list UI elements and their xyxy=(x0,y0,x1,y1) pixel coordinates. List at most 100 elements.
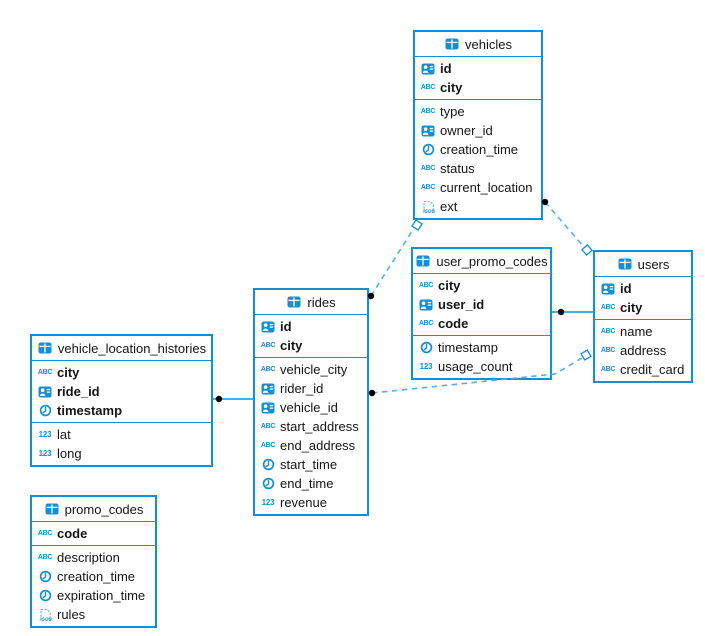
field-name: timestamp xyxy=(438,340,498,355)
field-row-id: id xyxy=(255,317,367,336)
id-badge-icon xyxy=(260,402,276,414)
table-icon xyxy=(44,503,60,515)
table-header: rides xyxy=(255,290,367,315)
relationship-dot-marker xyxy=(368,389,376,397)
field-name: status xyxy=(440,161,475,176)
field-row-timestamp: timestamp xyxy=(413,338,550,357)
relationship-dot-marker xyxy=(215,395,223,403)
text-type-icon: ABC xyxy=(418,282,434,289)
table-header: promo_codes xyxy=(32,497,155,522)
table-name: vehicle_location_histories xyxy=(57,340,207,356)
field-row-expiration_time: expiration_time xyxy=(32,586,155,605)
field-name: timestamp xyxy=(57,403,123,418)
table-name: user_promo_codes xyxy=(436,253,548,269)
field-name: ext xyxy=(440,199,458,214)
table-name: rides xyxy=(307,294,336,310)
text-type-icon: ABC xyxy=(260,423,276,430)
clock-icon xyxy=(260,458,276,471)
field-name: vehicle_city xyxy=(280,362,348,377)
text-type-icon: ABC xyxy=(420,165,436,172)
columns-section: ABC description creation_time expiration_ti… xyxy=(32,546,155,626)
field-name: end_address xyxy=(280,438,356,453)
text-type-icon: ABC xyxy=(37,554,53,561)
number-type-icon: 123 xyxy=(38,448,52,458)
id-badge-icon xyxy=(260,383,276,395)
field-name: id xyxy=(280,319,292,334)
number-type-icon: 123 xyxy=(419,361,433,371)
table-header: vehicle_location_histories xyxy=(32,336,211,361)
text-type-icon: ABC xyxy=(600,304,616,311)
table-header: user_promo_codes xyxy=(413,249,550,274)
relationship-diamond-marker xyxy=(580,349,592,361)
field-row-status: ABC status xyxy=(415,159,541,178)
field-name: description xyxy=(57,550,120,565)
id-badge-icon xyxy=(418,299,434,311)
field-row-user_id: user_id xyxy=(413,295,550,314)
relationship-dot-marker xyxy=(557,308,565,316)
field-row-creation_time: creation_time xyxy=(415,140,541,159)
field-row-type: ABC type xyxy=(415,102,541,121)
text-type-icon: ABC xyxy=(260,442,276,449)
field-row-start_time: start_time xyxy=(255,455,367,474)
field-name: expiration_time xyxy=(57,588,146,603)
field-name: type xyxy=(440,104,465,119)
field-name: id xyxy=(620,281,632,296)
text-type-icon: ABC xyxy=(420,108,436,115)
field-row-city: ABC city xyxy=(415,78,541,97)
relationship-diamond-marker xyxy=(411,219,423,231)
clock-icon xyxy=(420,143,436,156)
field-name: code xyxy=(438,316,469,331)
field-name: vehicle_id xyxy=(280,400,338,415)
number-type-icon: 123 xyxy=(261,497,275,507)
table-header: users xyxy=(595,252,691,277)
field-name: code xyxy=(57,526,88,541)
field-name: city xyxy=(440,80,463,95)
field-name: current_location xyxy=(440,180,533,195)
field-name: long xyxy=(57,446,82,461)
table-name: users xyxy=(637,256,670,272)
field-name: address xyxy=(620,343,667,358)
field-name: creation_time xyxy=(57,569,136,584)
text-type-icon: ABC xyxy=(420,84,436,91)
table-icon xyxy=(37,342,53,354)
svg-text:JSON: JSON xyxy=(39,616,52,621)
id-badge-icon xyxy=(600,283,616,295)
field-row-ride_id: ride_id xyxy=(32,382,211,401)
id-badge-icon xyxy=(420,63,436,75)
field-name: revenue xyxy=(280,495,327,510)
field-row-timestamp: timestamp xyxy=(32,401,211,420)
clock-icon xyxy=(37,570,53,583)
field-name: ride_id xyxy=(57,384,100,399)
text-type-icon: ABC xyxy=(260,342,276,349)
field-row-id: id xyxy=(595,279,691,298)
field-name: lat xyxy=(57,427,71,442)
id-badge-icon xyxy=(37,386,53,398)
table-header: vehicles xyxy=(415,32,541,57)
field-row-revenue: 123 revenue xyxy=(255,493,367,512)
